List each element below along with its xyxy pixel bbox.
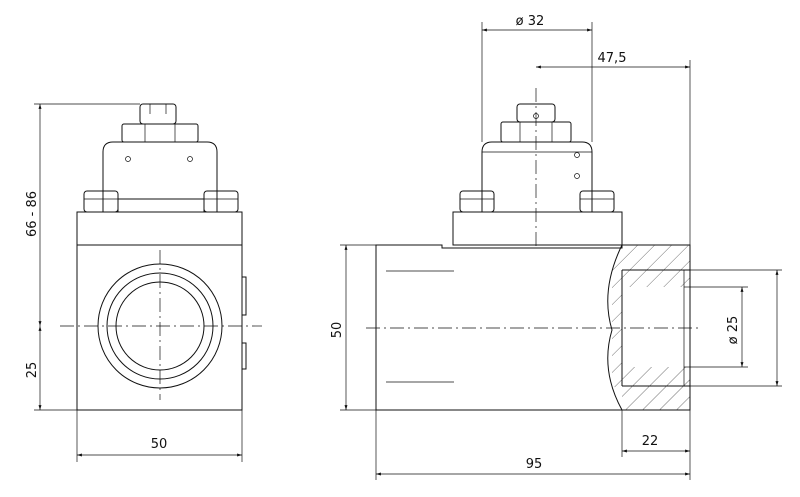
front-screw-right [203, 190, 239, 213]
front-dimensions: 66 - 86 25 50 [25, 103, 243, 462]
front-view [60, 103, 262, 411]
dim-label-front-width: 50 [151, 437, 168, 452]
side-dimensions: ø 32 47,5 50 ø 25 22 95 [330, 14, 782, 480]
dim-label-height-range: 66 - 86 [25, 191, 40, 237]
side-top-block [452, 211, 623, 246]
front-body [76, 211, 243, 411]
side-screw-left [459, 190, 495, 213]
dim-label-top-diameter: ø 32 [516, 14, 545, 29]
dim-label-side-height: 50 [330, 322, 345, 339]
side-view [366, 88, 702, 411]
front-screw-left [83, 190, 119, 213]
dim-label-overall-length: 95 [526, 457, 543, 472]
dim-label-offset: 47,5 [598, 51, 627, 66]
dim-label-thread-depth: 22 [642, 434, 659, 449]
dim-label-lower-height: 25 [25, 362, 40, 379]
side-casting-curve [607, 244, 623, 411]
front-stem [139, 103, 177, 125]
front-base-plate [117, 198, 205, 213]
front-hole-left [125, 156, 131, 162]
side-housing [481, 141, 593, 212]
dim-label-bore-diameter: ø 25 [726, 316, 741, 345]
front-hole-right [187, 156, 193, 162]
front-hex-nut [121, 123, 199, 143]
front-side-port [241, 276, 247, 316]
front-side-port-lower [241, 342, 247, 370]
side-screw-right [579, 190, 615, 213]
front-housing [102, 141, 218, 212]
